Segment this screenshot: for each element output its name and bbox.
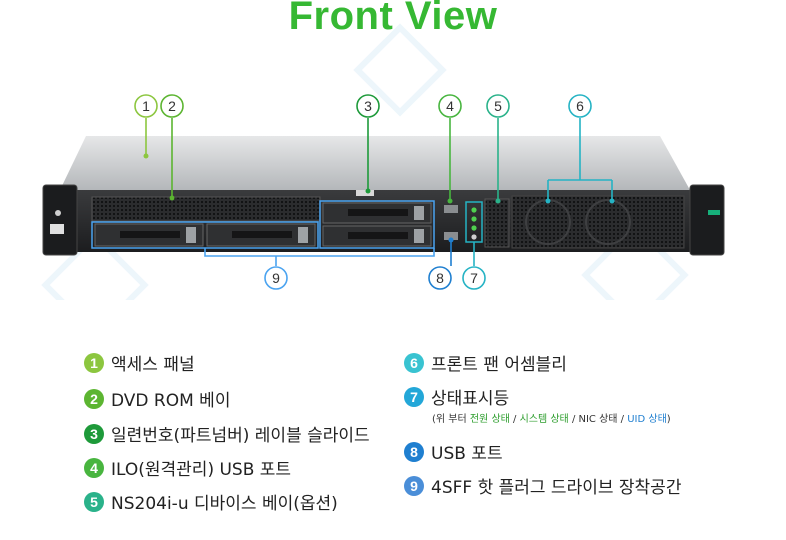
status-uid-label: UID 상태 [627,414,667,425]
legend-item-3: 3 일련번호(파트넘버) 레이블 슬라이드 [84,421,370,446]
legend-item-4: 4 ILO(원격관리) USB 포트 [84,455,291,480]
left-ear-button [55,210,61,216]
usb-port [444,232,458,240]
callout-9: 9 [264,266,288,290]
leader-6 [547,118,613,200]
legend-item-7: 7 상태표시등 [404,384,509,409]
legend-number-8: 8 [404,441,424,462]
svg-text:1: 1 [142,98,150,114]
leader-9 [204,248,435,266]
right-rack-ear [689,184,725,256]
legend-label-3: 일련번호(파트넘버) 레이블 슬라이드 [111,426,370,446]
legend-item-1: 1 액세스 패널 [84,350,195,375]
callout-8: 8 [428,266,452,290]
legend-label-7: 상태표시등 [431,389,510,409]
legend-number-9: 9 [404,475,424,496]
legend-label-4: ILO(원격관리) USB 포트 [111,460,292,480]
callout-2: 2 [160,94,184,118]
legend-label-1: 액세스 패널 [111,355,195,375]
svg-text:2: 2 [168,98,176,114]
svg-text:7: 7 [470,270,478,286]
status-nic-label: NIC 상태 [578,414,618,425]
status-system-label: 시스템 상태 [519,414,569,425]
legend-label-9: 4SFF 핫 플러그 드라이브 장착공간 [431,478,682,498]
callout-7: 7 [462,266,486,290]
legend-label-8: USB 포트 [431,444,503,464]
page-title: Front View [288,0,498,38]
drive-bay-highlight-2 [319,200,435,249]
server-front-diagram: 1 2 3 4 5 6 7 8 9 [41,23,725,300]
left-ear-label [50,224,64,234]
legend-item-8: 8 USB 포트 [404,439,503,464]
dvd-bay [91,196,321,222]
svg-text:3: 3 [364,98,372,114]
ns204i-bay [484,198,510,248]
svg-text:4: 4 [446,98,454,114]
status-led-note: (위 부터 전원 상태 / 시스템 상태 / NIC 상태 / UID 상태) [432,414,671,425]
legend-number-1: 1 [84,352,104,373]
server-top-panel [60,136,690,190]
callout-3: 3 [356,94,380,118]
callout-1: 1 [134,94,158,118]
callout-6: 6 [568,94,592,118]
label-slide [356,190,374,196]
svg-text:8: 8 [436,270,444,286]
legend-number-3: 3 [84,423,104,444]
callout-5: 5 [486,94,510,118]
legend-number-2: 2 [84,388,104,409]
svg-text:5: 5 [494,98,502,114]
legend-label-5: NS204i-u 디바이스 베이(옵션) [111,494,338,514]
hpe-logo-mark [708,210,720,215]
drive-bays [94,202,432,247]
legend-label-2: DVD ROM 베이 [111,391,231,411]
legend-item-9: 9 4SFF 핫 플러그 드라이브 장착공간 [404,473,681,498]
svg-text:9: 9 [272,270,280,286]
legend-number-6: 6 [404,352,424,373]
callout-4: 4 [438,94,462,118]
legend-number-7: 7 [404,386,424,407]
legend-number-4: 4 [84,457,104,478]
legend-number-5: 5 [84,491,104,512]
legend-label-6: 프론트 팬 어셈블리 [431,355,567,375]
legend-item-5: 5 NS204i-u 디바이스 베이(옵션) [84,489,338,514]
svg-text:6: 6 [576,98,584,114]
status-leds [471,207,477,240]
status-power-label: 전원 상태 [469,414,510,425]
fan-assembly [511,195,685,249]
left-rack-ear [42,184,78,256]
ilo-usb-port [444,205,458,213]
legend-item-2: 2 DVD ROM 베이 [84,386,230,411]
legend-item-6: 6 프론트 팬 어셈블리 [404,350,567,375]
